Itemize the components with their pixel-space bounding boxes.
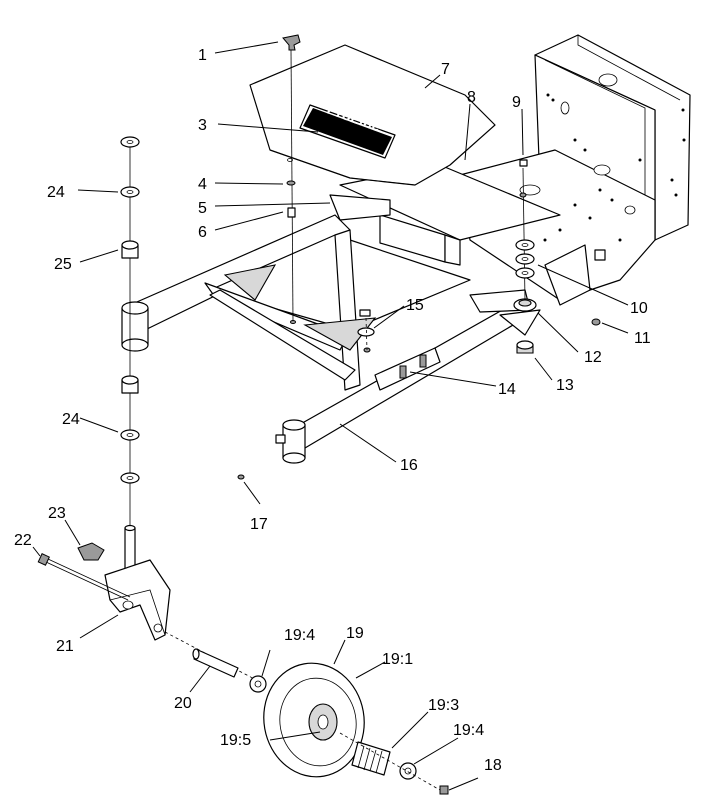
caster-fork — [77, 524, 171, 641]
callout-10: 10 — [630, 300, 648, 317]
grease-fitting-17 — [237, 474, 245, 480]
front-frame — [121, 214, 541, 464]
callout-18: 18 — [484, 757, 502, 774]
callout-12: 12 — [584, 349, 602, 366]
callout-8: 8 — [467, 89, 476, 106]
callout-labels: 1 3 4 5 6 7 8 9 10 11 12 13 14 15 16 17 … — [14, 47, 651, 774]
center-pin-assembly — [282, 34, 301, 324]
callout-15: 15 — [406, 297, 424, 314]
callout-6: 6 — [198, 224, 207, 241]
caster-stack — [120, 136, 140, 525]
callout-11: 11 — [634, 330, 651, 347]
callout-5: 5 — [198, 200, 207, 217]
callout-19-3: 19:3 — [428, 697, 459, 714]
bolt-9-stack — [515, 159, 601, 354]
callout-24-bottom: 24 — [62, 411, 80, 428]
callout-16: 16 — [400, 457, 418, 474]
callout-20: 20 — [174, 695, 192, 712]
callout-3: 3 — [198, 117, 207, 134]
callout-22: 22 — [14, 532, 32, 549]
wheel-assembly — [249, 662, 449, 795]
callout-19-4-left: 19:4 — [284, 627, 315, 644]
washers-15 — [357, 309, 375, 353]
callout-21: 21 — [56, 638, 74, 655]
axle-parts — [37, 553, 263, 684]
callout-25: 25 — [54, 256, 72, 273]
callout-9: 9 — [512, 94, 521, 111]
callout-7: 7 — [441, 61, 450, 78]
callout-24-top: 24 — [47, 184, 65, 201]
seat-plate: ProLine — [249, 44, 496, 186]
callout-13: 13 — [556, 377, 574, 394]
callout-19-5: 19:5 — [220, 732, 251, 749]
panel-plates — [329, 164, 561, 266]
rear-frame — [459, 34, 691, 306]
leader-lines — [32, 41, 629, 791]
callout-19-4-right: 19:4 — [453, 722, 484, 739]
callout-19-1: 19:1 — [382, 651, 413, 668]
callout-23: 23 — [48, 505, 66, 522]
callout-17: 17 — [250, 516, 268, 533]
callout-4: 4 — [198, 176, 207, 193]
callout-14: 14 — [498, 381, 516, 398]
callout-19: 19 — [346, 625, 364, 642]
callout-1: 1 — [198, 47, 207, 64]
